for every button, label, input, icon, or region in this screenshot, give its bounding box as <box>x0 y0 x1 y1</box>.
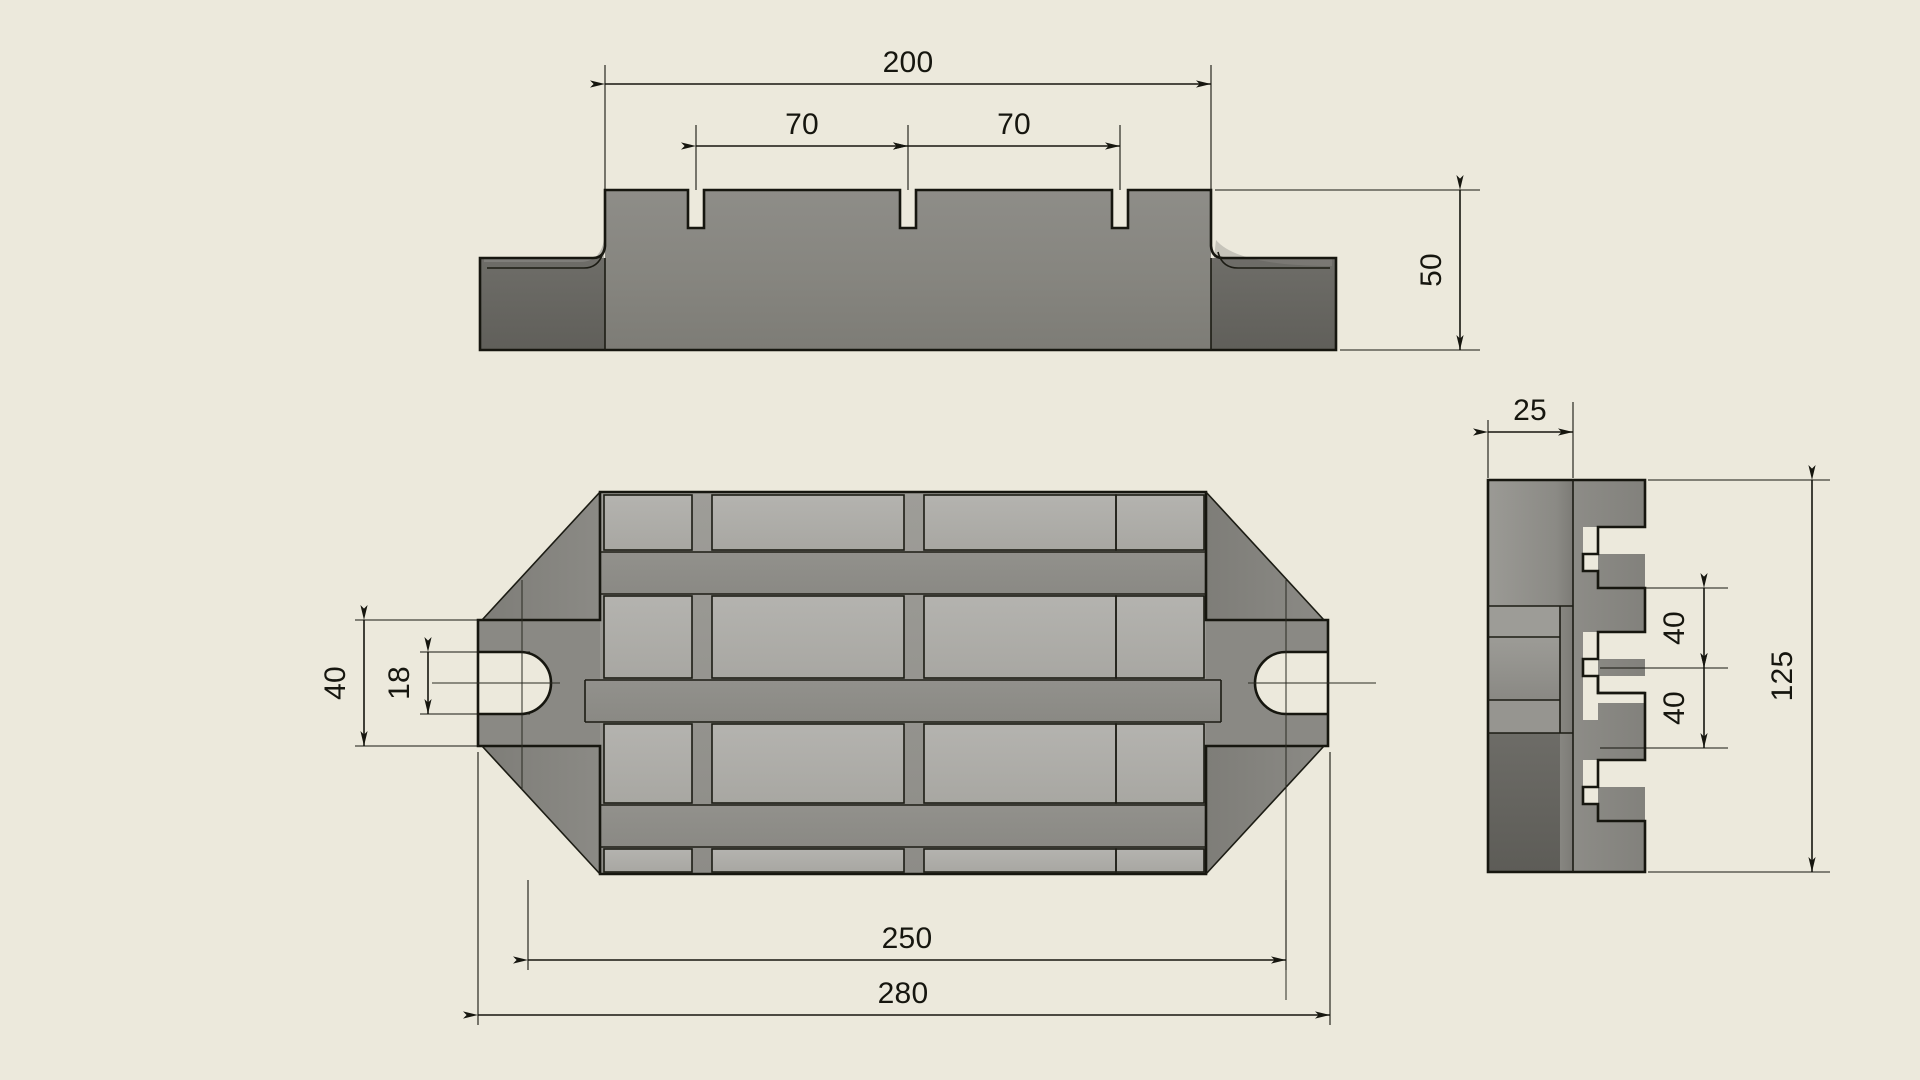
front-body-main <box>605 190 1211 350</box>
top-rib-horizontal-3 <box>600 805 1206 847</box>
top-pad <box>924 495 1116 550</box>
top-rib-outlines <box>584 551 1222 848</box>
dimension-label-50: 50 <box>1415 253 1448 287</box>
side-t-slot-3-edge <box>1596 676 1645 695</box>
front-top-slots <box>688 190 1128 228</box>
dimension-label-70-right: 70 <box>997 108 1031 141</box>
front-step-right <box>1211 258 1336 350</box>
top-pocket-pads <box>604 495 1204 872</box>
top-pad <box>712 596 904 678</box>
top-pad <box>712 495 904 550</box>
top-pad <box>604 724 692 803</box>
dimension-label-18: 18 <box>383 666 416 700</box>
side-boss-bottom-face <box>1488 700 1560 733</box>
front-step-left <box>480 258 605 350</box>
top-pad <box>604 849 692 872</box>
front-slot-right <box>1112 190 1128 228</box>
top-left-chamfer-upper <box>481 491 601 621</box>
dimension-label-125: 125 <box>1766 651 1799 702</box>
front-step-right-highlight <box>1214 240 1332 266</box>
top-pad <box>924 596 1116 678</box>
front-left-fillet-edge <box>487 248 605 269</box>
side-left-lower-block <box>1488 733 1560 872</box>
front-slot-center <box>900 190 916 228</box>
top-right-chamfer-upper <box>1205 491 1325 621</box>
top-plan-view: 40 18 250 280 <box>319 490 1376 1025</box>
top-rib-horizontal-1 <box>600 552 1206 594</box>
top-pad <box>712 724 904 803</box>
front-slot-left <box>688 190 704 228</box>
top-pad <box>924 724 1116 803</box>
top-pad <box>604 495 692 550</box>
top-pad <box>1116 724 1204 803</box>
dimension-label-70-left: 70 <box>785 108 819 141</box>
top-pad <box>712 849 904 872</box>
dimension-label-250: 250 <box>882 922 933 955</box>
top-horizontal-ribs <box>585 552 1221 847</box>
front-elevation-view: 200 70 70 <box>478 46 1480 352</box>
top-pad <box>1116 495 1204 550</box>
top-right-chamfer-lower <box>1205 745 1325 875</box>
dimension-label-280: 280 <box>878 977 929 1010</box>
top-pad <box>1116 596 1204 678</box>
front-right-fillet-edge <box>1217 251 1330 269</box>
dimension-label-40-side-lower: 40 <box>1658 691 1691 725</box>
dimension-label-40-side-upper: 40 <box>1658 611 1691 645</box>
side-boss-top-face <box>1488 606 1560 637</box>
right-side-section-view: 25 40 40 125 <box>1473 394 1830 874</box>
side-internal-edges <box>1488 480 1574 872</box>
top-rib-horizontal-2 <box>585 680 1221 722</box>
top-pad <box>604 596 692 678</box>
top-left-chamfer-lower <box>481 745 601 875</box>
top-pad-outlines <box>603 494 1205 873</box>
top-pad <box>924 849 1116 872</box>
side-view-outline <box>1486 478 1647 874</box>
dimension-label-200: 200 <box>883 46 934 79</box>
dimension-label-25: 25 <box>1513 394 1547 427</box>
front-step-left-highlight <box>484 240 604 262</box>
top-pad <box>1116 849 1204 872</box>
front-view-outline <box>478 188 1338 352</box>
dimension-label-40-top-left: 40 <box>319 666 352 700</box>
